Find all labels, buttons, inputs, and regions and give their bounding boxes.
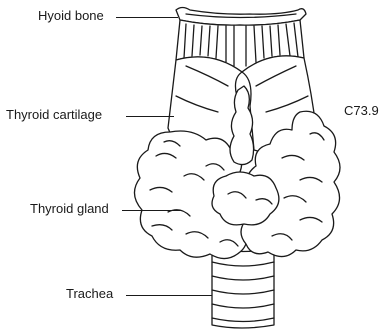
leader-line-hyoid: [116, 17, 178, 18]
diagnosis-code: C73.9: [344, 103, 379, 118]
label-thyroid-gland: Thyroid gland: [30, 201, 109, 216]
thyroid-gland-shape: [134, 86, 340, 259]
label-thyroid-cartilage: Thyroid cartilage: [6, 107, 102, 122]
label-trachea: Trachea: [66, 286, 113, 301]
label-hyoid-bone: Hyoid bone: [38, 8, 104, 23]
leader-line-cartilage: [126, 116, 174, 117]
leader-line-gland: [122, 210, 182, 211]
leader-line-trachea: [126, 295, 212, 296]
